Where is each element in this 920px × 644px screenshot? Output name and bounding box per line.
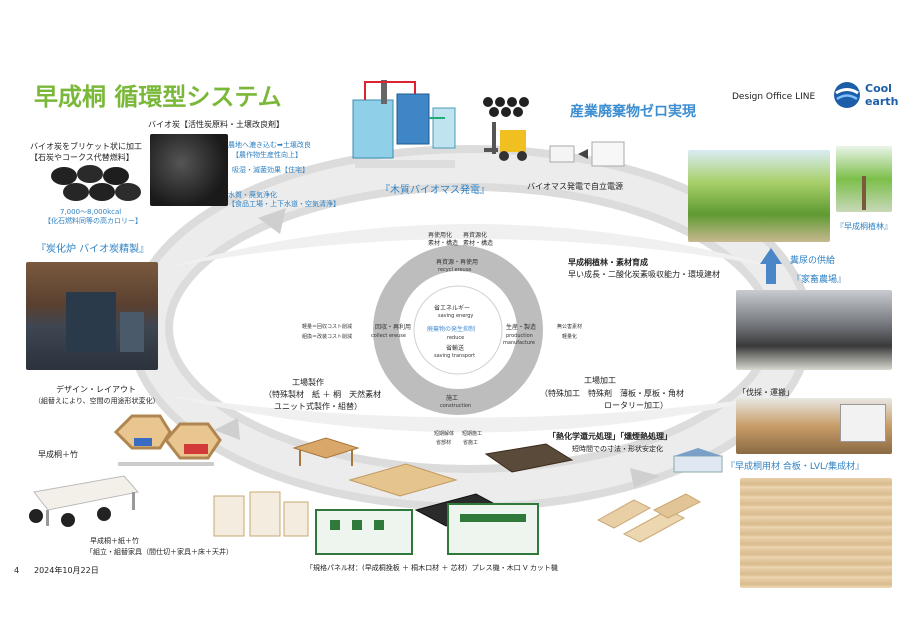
materials-label: 『早成桐用材 合板・LVL/集成材』 bbox=[726, 462, 865, 472]
center-core3: 省輸送 bbox=[446, 345, 465, 352]
page-date: 2024年10月22日 bbox=[34, 566, 99, 575]
design-head: デザイン・レイアウト bbox=[56, 385, 136, 394]
meeting-table-illustration bbox=[29, 475, 139, 527]
page-title: 早成桐 循環型システム bbox=[34, 83, 282, 111]
center-left-label: 回収・再利用 bbox=[375, 324, 412, 331]
heat-head: 「熱化学還元処理」「燻煙熱処理」 bbox=[548, 432, 672, 441]
office-name: Design Office LINE bbox=[732, 92, 816, 102]
forklift-icon bbox=[483, 97, 529, 161]
logo-line1: Cool bbox=[865, 82, 892, 95]
growth-head: 早成桐植林・素材育成 bbox=[568, 258, 648, 267]
farm-label: 『家畜農場』 bbox=[792, 275, 847, 285]
biochar-water: 水質・廃気浄化 bbox=[228, 191, 277, 199]
center-core2: 廃棄物の発生抑制 bbox=[427, 326, 476, 333]
workshop-line2: ユニット式製作・組替） bbox=[274, 402, 362, 411]
design-sub: （組替えにより、空間の用途形状変化） bbox=[34, 397, 160, 405]
center-top-label: 再資源・再使用 bbox=[436, 259, 479, 266]
logging-label: 「伐採・運搬」 bbox=[738, 388, 794, 397]
center-l-2: 組換＝改装コスト削減 bbox=[302, 334, 353, 340]
center-br-1: 短期施工 bbox=[462, 431, 483, 437]
center-ul-1: 再使用化 bbox=[428, 232, 453, 239]
laminated-timber-photo bbox=[740, 478, 892, 588]
biomass-plant-illustration bbox=[352, 80, 456, 168]
heat-sub: 短時間での寸法・形状安定化 bbox=[572, 445, 663, 453]
center-l-1: 軽量＝回収コスト削減 bbox=[302, 324, 353, 330]
center-ur-2: 素材・構造 bbox=[463, 240, 494, 247]
center-right-en1: production bbox=[506, 333, 533, 339]
center-core1-en: saving energy bbox=[438, 313, 474, 319]
center-core1: 省エネルギー bbox=[434, 305, 471, 312]
cool-earth-logo-icon bbox=[834, 82, 860, 108]
self-power-label: バイオマス発電で自立電源 bbox=[527, 182, 623, 191]
logging-photo bbox=[736, 398, 892, 454]
booth-furniture-illustration bbox=[213, 491, 309, 537]
carbonize-furnace-photo bbox=[26, 262, 158, 370]
table-frame-illustration bbox=[292, 437, 360, 466]
furniture2-sub: 「組立・組替家具（間仕切＋家具＋床＋天井） bbox=[86, 548, 233, 556]
hex-shelf-illustration bbox=[113, 414, 222, 466]
furniture2-head: 早成桐＋紙＋竹 bbox=[90, 537, 139, 545]
livestock-farm-photo bbox=[736, 290, 892, 370]
center-br-2: 省施工 bbox=[463, 440, 479, 446]
briquette-line1: バイオ炭をブリケット状に加工 bbox=[30, 142, 142, 151]
biochar-soil-sub: 【農作物生産性向上】 bbox=[232, 151, 302, 159]
briquette-line2: 【石炭やコークス代替燃料】 bbox=[30, 153, 134, 162]
press-machine-illustration bbox=[315, 503, 539, 555]
center-left-en: collect ereuse bbox=[371, 333, 406, 339]
manure-arrow-head bbox=[760, 248, 782, 264]
center-core bbox=[413, 285, 503, 375]
biochar-photo bbox=[150, 134, 228, 206]
center-ul-2: 素材・構造 bbox=[428, 240, 459, 247]
biomass-power-label: 『木質バイオマス発電』 bbox=[380, 185, 490, 196]
center-top-en: recycl ereuse bbox=[438, 267, 472, 273]
wood-boards-illustration bbox=[596, 493, 702, 543]
biochar-head: バイオ炭【活性炭原料・土壌改良剤】 bbox=[148, 120, 284, 129]
page-number: 4 bbox=[14, 566, 20, 575]
center-donut bbox=[373, 245, 543, 415]
kcal-sub: 【化石燃料同等の高カロリー】 bbox=[44, 217, 142, 225]
panel-caption: 「規格パネル材：(早成桐挽板 ＋ 桐木口材 ＋ 芯材）プレス機・木口 V カット… bbox=[306, 564, 558, 572]
center-bl-1: 短期解体 bbox=[434, 431, 455, 437]
lens-bottom bbox=[165, 395, 780, 433]
factory-building-icon bbox=[673, 448, 723, 473]
biochar-water-sub: 【食品工場・上下水道・空気清浄】 bbox=[228, 200, 340, 208]
kcal-value: 7,000～8,000kcal bbox=[60, 208, 122, 216]
center-bottom-label: 施工 bbox=[446, 395, 459, 402]
center-core2-en: reduce bbox=[447, 335, 465, 341]
factory-line2: ロータリー加工） bbox=[604, 401, 668, 410]
carbonize-label: 『炭化炉 バイオ炭精製』 bbox=[36, 244, 150, 255]
plantation-photo bbox=[688, 150, 830, 242]
factory-line1: （特殊加工 特殊剤 薄板・厚板・角材 bbox=[540, 389, 684, 398]
center-bl-2: 省部材 bbox=[436, 440, 452, 446]
center-right-en2: manufacture bbox=[503, 340, 535, 346]
center-right-label: 生産・製造 bbox=[506, 324, 537, 331]
briquettes-icon bbox=[51, 165, 141, 201]
logo-line2: earth bbox=[865, 95, 899, 108]
furniture1-label: 早成桐＋竹 bbox=[38, 450, 78, 459]
headline-right: 産業廃棄物ゼロ実現 bbox=[570, 104, 696, 120]
arrow-bottom-right bbox=[630, 468, 660, 488]
center-ur-1: 再資源化 bbox=[463, 232, 488, 239]
lens-top bbox=[165, 224, 780, 268]
manure-arrow-shaft bbox=[766, 262, 776, 284]
factory-head: 工場加工 bbox=[584, 376, 616, 385]
growth-sub: 早い成長・二酸化炭素吸収能力・環境建材 bbox=[568, 270, 720, 279]
manure-label: 糞尿の供給 bbox=[790, 256, 836, 266]
biochar-absorb: 吸湿・滅菌効果【住宅】 bbox=[232, 166, 309, 174]
workshop-head: 工場製作 bbox=[292, 378, 324, 387]
center-bottom-en: construction bbox=[440, 403, 472, 409]
center-r-2: 軽量化 bbox=[562, 334, 578, 340]
briquette-boxes-icon bbox=[549, 141, 625, 167]
arrow-top-left bbox=[258, 208, 286, 234]
biochar-soil: 農地へ漉き込む➡土壌改良 bbox=[228, 141, 311, 149]
center-r-1: 無公害素材 bbox=[557, 324, 583, 330]
paulownia-tree-photo bbox=[836, 146, 892, 212]
panel-materials-illustration bbox=[348, 443, 574, 527]
plantation-label: 『早成桐植林』 bbox=[836, 222, 892, 231]
arrow-bottom-left bbox=[214, 418, 240, 440]
center-core3-en: saving transport bbox=[434, 353, 476, 359]
workshop-line1: （特殊製材 紙 ＋ 桐 天然素材 bbox=[264, 390, 382, 399]
